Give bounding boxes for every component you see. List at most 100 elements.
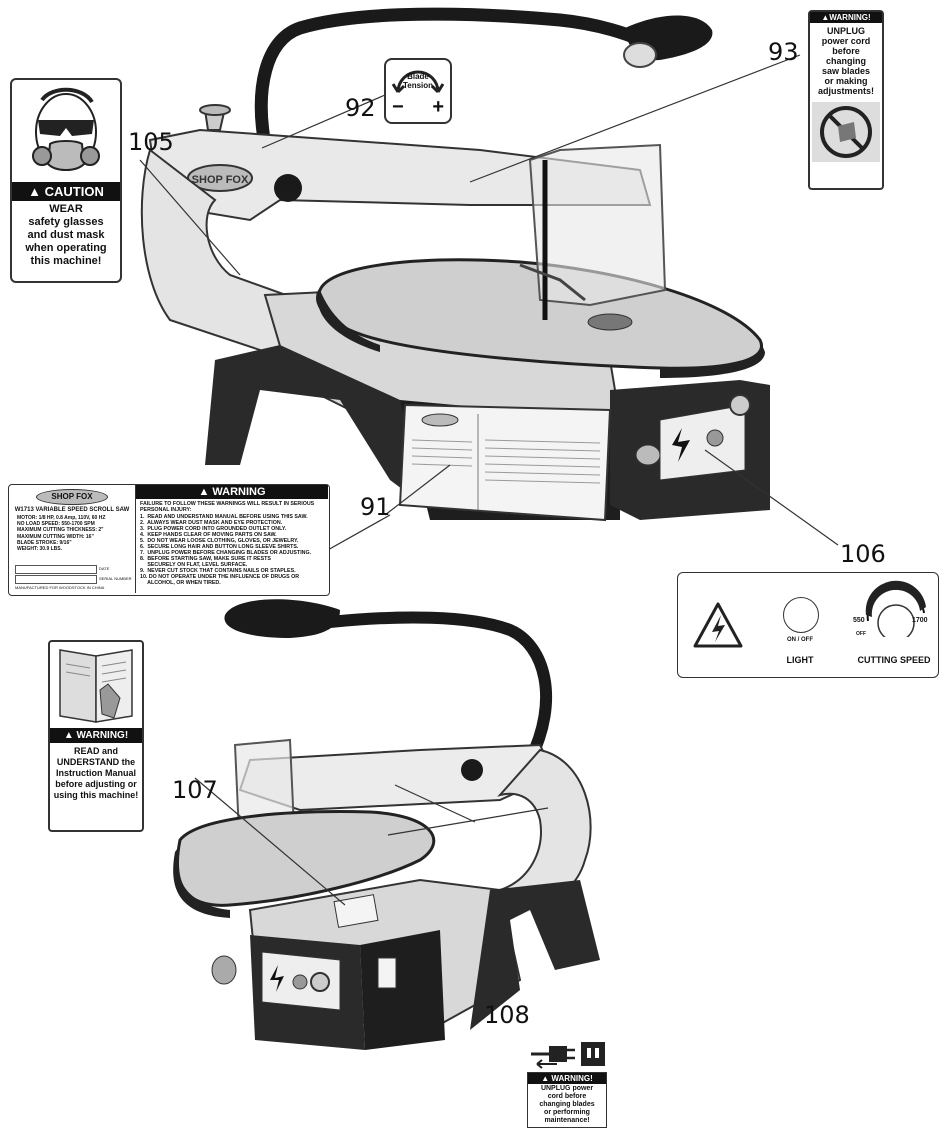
callout-91: 91 <box>360 493 391 521</box>
read-line: UNDERSTAND the <box>56 757 136 767</box>
callout-105: 105 <box>128 128 174 156</box>
caution-line: this machine! <box>30 255 102 267</box>
blade-tension-label: Blade Tension − + <box>384 58 452 124</box>
scroll-saw-top-view: SHOP FOX <box>139 7 839 560</box>
read-header: ▲ WARNING! <box>50 728 142 743</box>
light-switch-outline <box>783 597 819 633</box>
caution-title: CAUTION <box>44 184 104 199</box>
tension-line: Tension <box>402 81 434 90</box>
id-brand-logo: SHOP FOX <box>36 489 108 505</box>
id-warning-line: 2. ALWAYS WEAR DUST MASK AND EYE PROTECT… <box>140 520 283 526</box>
light-text: LIGHT <box>786 655 814 665</box>
plug-outlet-icon <box>531 1042 605 1069</box>
id-serial-label: SERIAL NUMBER <box>99 576 132 581</box>
plug-line: changing blades <box>539 1101 595 1108</box>
id-warning-line: 5. DO NOT WEAR LOOSE CLOTHING, GLOVES, O… <box>140 538 299 544</box>
id-date-label: DATE <box>99 566 110 571</box>
minus-sign: − <box>392 96 404 118</box>
no-hand-blade-icon <box>812 102 880 162</box>
unplug-line: changing <box>826 56 866 66</box>
id-warning-line: 6. SECURE LONG HAIR AND BUTTON LONG SLEE… <box>140 544 299 550</box>
saw-table-2 <box>175 810 436 907</box>
cutting-speed-text: CUTTING SPEED <box>857 655 931 665</box>
speed-low-text: 550 <box>853 617 865 624</box>
id-warning-line: 7. UNPLUG POWER BEFORE CHANGING BLADES O… <box>140 550 312 556</box>
plug-line: maintenance! <box>544 1117 590 1124</box>
speed-high-text: 1700 <box>912 617 928 624</box>
id-warning-line: 4. KEEP HANDS CLEAR OF MOVING PARTS ON S… <box>140 532 277 538</box>
manual-book-icon <box>59 649 133 723</box>
id-spec-line: BLADE STROKE: 9/16" <box>17 539 72 546</box>
id-warnings-list: 1. READ AND UNDERSTAND MANUAL BEFORE USI… <box>136 514 328 586</box>
id-warning-line: ALCOHOL, OR WHEN TIRED. <box>140 580 221 586</box>
warning-triangle-icon: ▲ <box>63 730 74 741</box>
tension-line: Blade <box>407 72 429 81</box>
plug-line: cord before <box>547 1093 587 1100</box>
id-made-in: MANUFACTURED FOR WOODSTOCK IN CHINA <box>15 585 105 590</box>
caution-header: ▲ CAUTION <box>12 182 120 201</box>
id-spec-line: MAXIMUM CUTTING WIDTH: 16" <box>17 533 94 540</box>
id-spec-line: MAXIMUM CUTTING THICKNESS: 2" <box>17 527 104 534</box>
unplug-line: power cord <box>821 36 871 46</box>
unplug-line: or making <box>824 76 868 86</box>
side-decal <box>398 403 612 522</box>
caution-label: ▲ CAUTION WEAR safety glasses and dust m… <box>10 78 122 283</box>
caution-line: WEAR <box>49 203 83 215</box>
callout-92: 92 <box>345 94 376 122</box>
id-warning-line: 9. NEVER CUT STOCK THAT CONTAINS NAILS O… <box>140 568 296 574</box>
control-panel-label: ON / OFF LIGHT 550 OFF 1700 CUTTING SPEE… <box>677 572 939 678</box>
unplug-line: UNPLUG <box>827 26 865 36</box>
flex-lamp-arm <box>254 7 647 152</box>
on-off-text: ON / OFF <box>787 637 813 643</box>
id-warning-line: SECURELY ON FLAT, LEVEL SURFACE. <box>140 562 248 568</box>
plug-header: ▲ WARNING! <box>528 1073 606 1084</box>
c-frame <box>140 148 302 362</box>
callout-108: 108 <box>484 1001 530 1029</box>
lamp-head-2 <box>224 599 340 638</box>
id-warning-line: 10. DO NOT OPERATE UNDER THE INFLUENCE O… <box>140 574 300 580</box>
warning-triangle-icon: ▲ <box>28 184 42 199</box>
electric-hazard-icon <box>693 602 743 648</box>
callout-93: 93 <box>768 38 799 66</box>
unplug-label: ▲WARNING! UNPLUG power cord before chang… <box>808 10 884 190</box>
callout-107: 107 <box>172 776 218 804</box>
unplug-maintenance-label: ▲ WARNING! UNPLUG power cord before chan… <box>527 1040 607 1132</box>
unplug-header: ▲WARNING! <box>810 12 882 23</box>
unplug-line: saw blades <box>821 66 871 76</box>
read-line: READ and <box>73 746 118 756</box>
read-line: Instruction Manual <box>55 768 136 778</box>
respirator-face-icon <box>32 87 100 171</box>
id-warning-header: ▲ WARNING <box>136 485 328 499</box>
plug-line: or performing <box>544 1109 590 1116</box>
id-warning-line: 1. READ AND UNDERSTAND MANUAL BEFORE USI… <box>140 514 308 520</box>
warning-triangle-icon: ▲ <box>541 1074 550 1083</box>
id-warning-line: 8. BEFORE STARTING SAW, MAKE SURE IT RES… <box>140 556 271 562</box>
unplug-line: adjustments! <box>817 86 874 96</box>
id-model-name: W1713 VARIABLE SPEED SCROLL SAW <box>14 507 130 513</box>
plug-line: UNPLUG power <box>540 1085 594 1092</box>
unplug-line: before <box>832 46 860 56</box>
caution-line: when operating <box>25 242 107 254</box>
read-manual-label: ▲ WARNING! READ and UNDERSTAND the Instr… <box>48 640 144 832</box>
callout-106: 106 <box>840 540 886 568</box>
id-warning-line: 3. PLUG POWER CORD INTO GROUNDED OUTLET … <box>140 526 287 532</box>
read-line: using this machine! <box>53 790 139 800</box>
id-spec-line: NO LOAD SPEED: 550-1700 SPM <box>17 521 95 528</box>
warning-triangle-icon: ▲ <box>198 486 210 498</box>
id-spec-line: MOTOR: 1/8 HP, 0.8 Amp, 110V, 60 HZ <box>17 515 106 521</box>
warning-triangle-icon: ▲ <box>821 13 830 22</box>
id-spec-line: WEIGHT: 30.9 LBS. <box>17 546 63 553</box>
caution-line: safety glasses <box>28 216 104 228</box>
off-text: OFF <box>856 631 866 637</box>
rotate-arrow-icon <box>391 70 445 94</box>
saw-base-2 <box>470 880 600 1030</box>
blade-guard <box>528 143 667 307</box>
read-line: before adjusting or <box>55 779 137 789</box>
plus-sign: + <box>432 96 444 118</box>
caution-line: and dust mask <box>27 229 105 241</box>
id-warning-label: SHOP FOX W1713 VARIABLE SPEED SCROLL SAW… <box>8 484 330 596</box>
scroll-saw-rear-view <box>173 599 600 1050</box>
id-warning-intro: FAILURE TO FOLLOW THESE WARNINGS WILL RE… <box>140 501 315 513</box>
brand-badge-text: SHOP FOX <box>192 174 249 186</box>
